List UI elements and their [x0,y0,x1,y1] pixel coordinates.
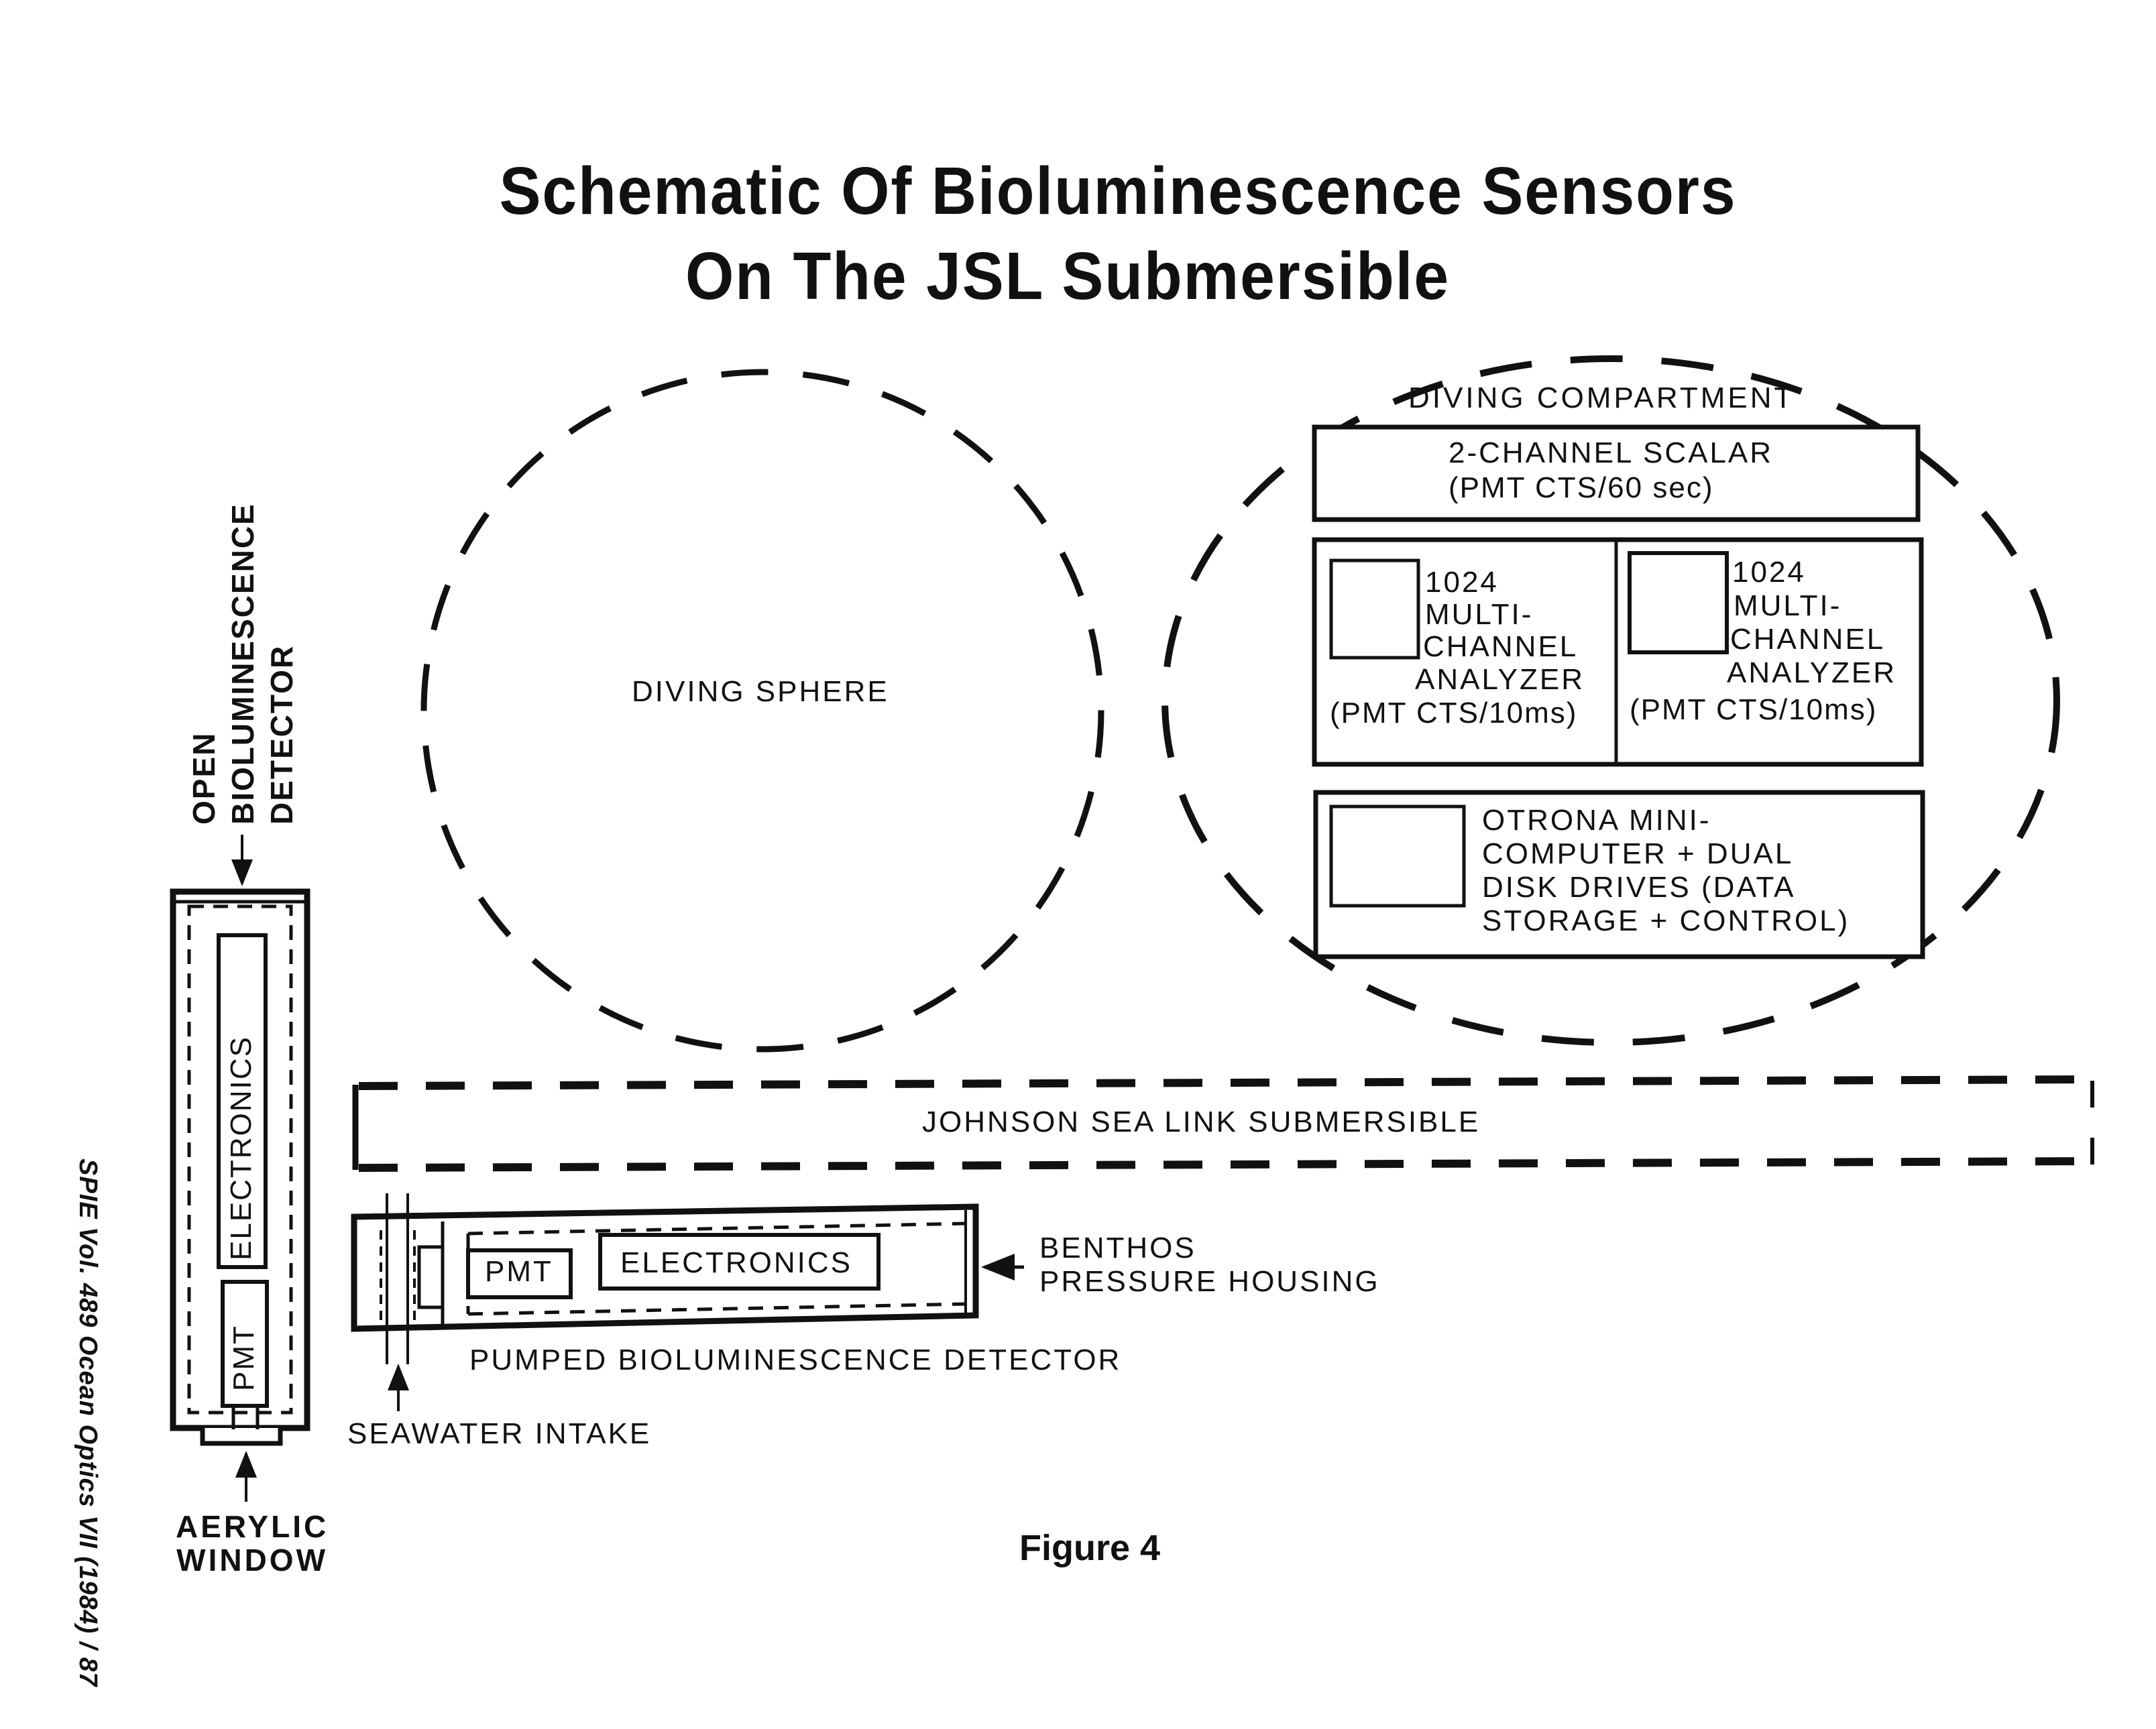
analyzer-2-line: (PMT CTS/10ms) [1630,693,1878,726]
computer-line: OTRONA MINI- [1482,804,1711,837]
open-detector-pmt-box [221,1280,269,1408]
computer-screen-icon [1329,804,1466,908]
analyzer-1-line: 1024 [1425,566,1499,599]
acrylic-window-label-line: AERYLIC [176,1509,329,1544]
scalar-subtitle: (PMT CTS/60 sec) [1449,471,1714,504]
figure-title-line-2: On The JSL Submersible [685,239,1450,314]
seawater-intake-tube [386,1193,409,1364]
scalar-title: 2-CHANNEL SCALAR [1449,436,1774,469]
open-detector-label-line: OPEN [186,731,221,825]
submersible-label: JOHNSON SEA LINK SUBMERSIBLE [922,1106,1481,1138]
computer-line: DISK DRIVES (DATA [1482,871,1796,904]
analyzer-1-line: (PMT CTS/10ms) [1330,697,1578,729]
pumped-detector-flow-cell [417,1245,445,1309]
computer-line: COMPUTER + DUAL [1482,837,1794,870]
diving-compartment-outline [1161,355,2060,1046]
open-detector-window [200,1428,283,1446]
pumped-detector-inner [467,1221,966,1316]
analyzer-1-line: CHANNEL [1423,630,1579,663]
analyzer-2-line: CHANNEL [1730,623,1886,656]
submersible-outline [358,1075,2093,1172]
open-detector-label-line: DETECTOR [264,644,299,825]
analyzer-1-screen-icon [1329,558,1420,660]
pumped-detector-pmt-box [466,1248,573,1299]
acrylic-window-label-line: WINDOW [176,1543,329,1577]
seawater-intake-label: SEAWATER INTAKE [347,1417,652,1450]
figure-title-line-1: Schematic Of Bioluminescence Sensors [499,154,1737,229]
open-detector-electronics-label: ELECTRONICS [225,1036,258,1260]
scalar-box [1312,424,1921,522]
figure-caption: Figure 4 [1019,1528,1161,1568]
page-folio: SPIE Vol. 489 Ocean Optics VII (1984) / … [74,1158,102,1687]
analyzer-2-line: 1024 [1732,556,1806,589]
seawater-intake-inner [380,1230,416,1327]
analyzer-1-line: MULTI- [1425,598,1534,631]
analyzer-1-line: ANALYZER [1415,663,1585,696]
benthos-housing-label-line: PRESSURE HOUSING [1039,1265,1380,1298]
open-detector-pmt-label: PMT [227,1325,260,1391]
open-detector-electronics-box [217,933,268,1269]
pumped-detector-electronics-label: ELECTRONICS [620,1246,852,1279]
diving-sphere-label: DIVING SPHERE [632,675,889,708]
analyzer-2-line: ANALYZER [1727,656,1897,689]
pumped-detector-electronics-box [598,1233,881,1291]
analyzer-2-line: MULTI- [1734,589,1842,622]
pumped-detector-pmt-label: PMT [485,1255,553,1288]
pumped-detector-label: PUMPED BIOLUMINESCENCE DETECTOR [469,1344,1122,1376]
benthos-housing-label-line: BENTHOS [1039,1232,1196,1264]
computer-line: STORAGE + CONTROL) [1482,904,1850,937]
diving-sphere-outline [420,369,1104,1053]
open-detector-inner [187,904,293,1415]
diving-compartment-label: DIVING COMPARTMENT [1408,381,1795,414]
open-detector-label-line: BIOLUMINESCENCE [225,503,260,825]
analyzer-2-screen-icon [1628,551,1729,654]
open-detector-window-stem [231,1406,260,1429]
